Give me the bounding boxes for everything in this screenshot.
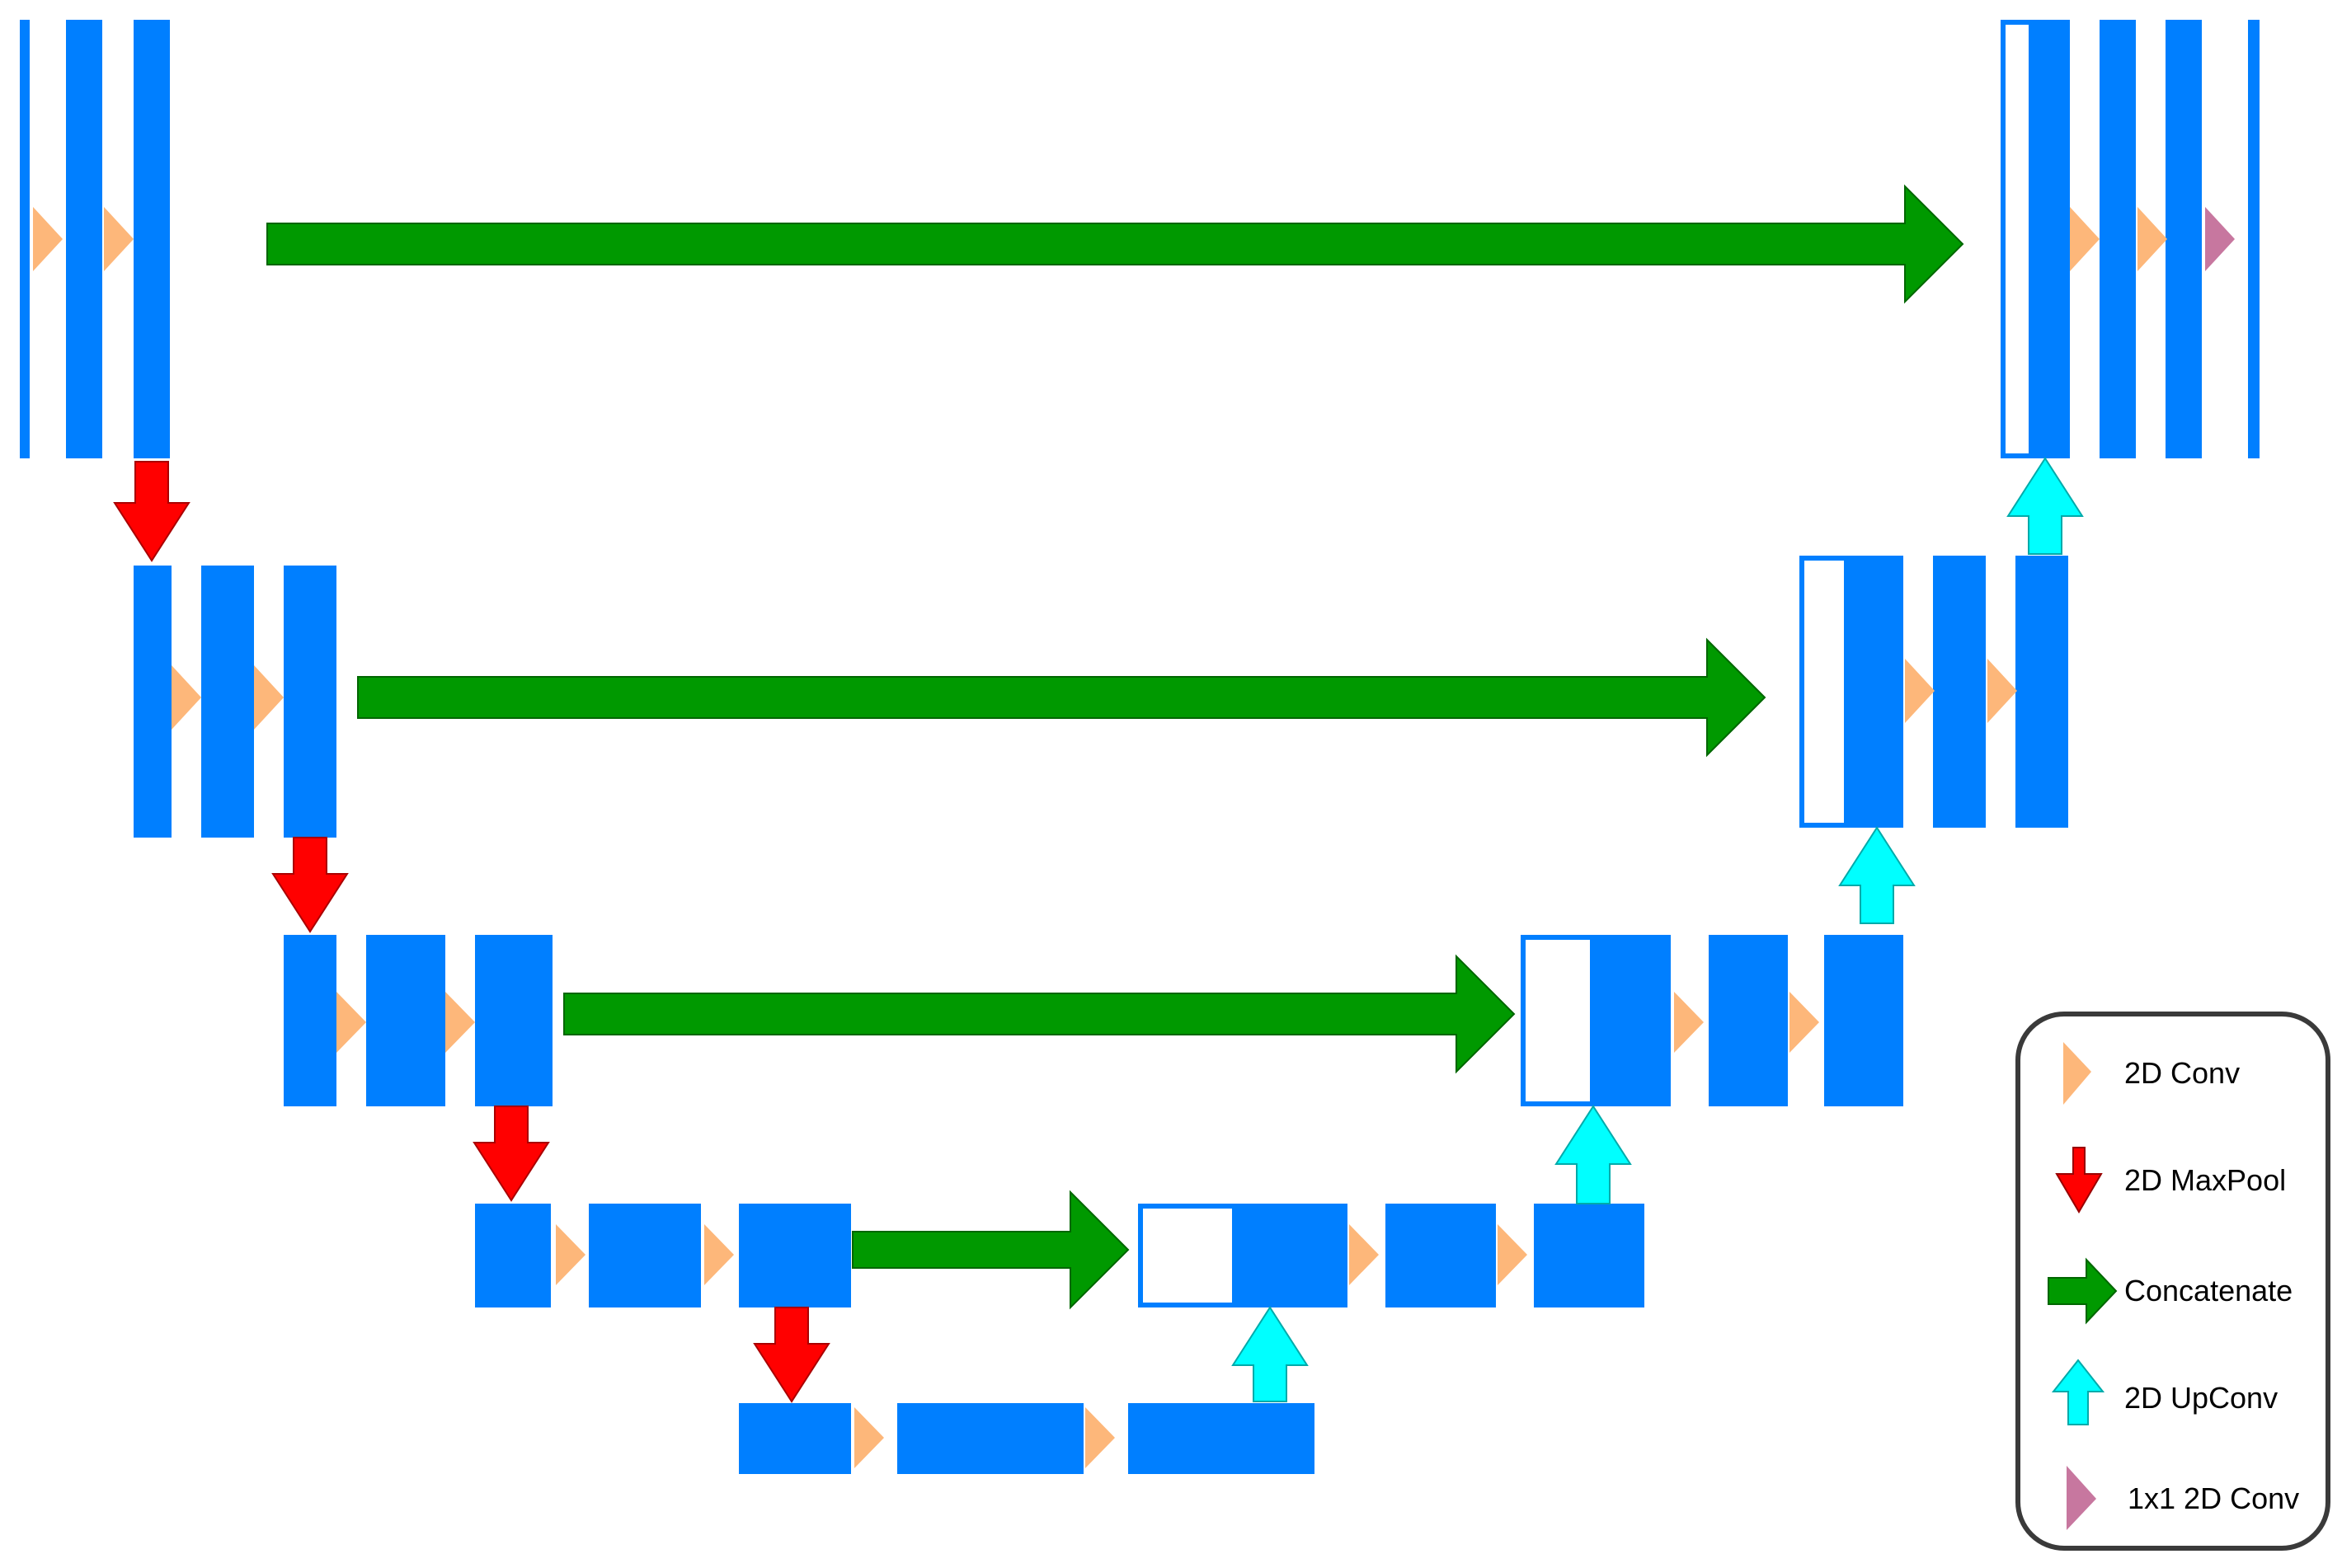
maxpool-arrow-4 xyxy=(753,1307,830,1403)
dec3-map-upconv xyxy=(1595,935,1671,1106)
dec4-conv-2 xyxy=(1498,1224,1527,1285)
enc3-conv-1 xyxy=(336,992,366,1053)
concatenate-arrow-4 xyxy=(852,1190,1130,1310)
legend-concatenate-label: Concatenate xyxy=(2124,1274,2293,1307)
enc2-conv-2 xyxy=(254,665,284,730)
dec4-map-a xyxy=(1385,1204,1496,1307)
dec2-conv-1 xyxy=(1905,659,1935,723)
enc3-map-pooled xyxy=(284,935,336,1106)
legend-maxpool-label: 2D MaxPool xyxy=(2124,1163,2286,1197)
dec1-map-output xyxy=(2248,20,2260,458)
dec2-conv-2 xyxy=(1987,659,2017,723)
dec4-conv-1 xyxy=(1349,1224,1379,1285)
dec3-conv-1 xyxy=(1674,992,1704,1053)
upconv-arrow-4 xyxy=(2006,457,2084,555)
feature-maps xyxy=(20,20,2260,1474)
dec1-map-upconv xyxy=(2034,20,2070,458)
dec1-map-skip xyxy=(2001,20,2034,458)
conv-operations xyxy=(33,207,2235,1468)
legend-upconv-icon xyxy=(2051,1359,2105,1425)
dec1-map-b xyxy=(2166,20,2202,458)
dec1-conv-2 xyxy=(2137,207,2167,271)
dec3-map-a xyxy=(1709,935,1788,1106)
concatenate-arrow-1 xyxy=(266,184,1964,304)
legend-conv-icon xyxy=(2063,1042,2091,1105)
enc2-map-pooled xyxy=(134,566,172,838)
enc1-map-input xyxy=(20,20,30,458)
enc4-conv-1 xyxy=(556,1224,586,1285)
enc2-map-b xyxy=(284,566,336,838)
upconv-arrow-1 xyxy=(1231,1306,1309,1402)
bottleneck-map-b xyxy=(1128,1403,1314,1474)
maxpool-arrow-2 xyxy=(271,837,349,933)
dec2-map-skip xyxy=(1799,556,1849,828)
legend: 2D Conv 2D MaxPool Concatenate 2D UpConv… xyxy=(2015,1012,2330,1551)
legend-box xyxy=(2015,1012,2330,1551)
enc2-map-a xyxy=(201,566,254,838)
concatenate-arrow-3 xyxy=(563,954,1516,1074)
maxpool-arrow-3 xyxy=(473,1106,550,1202)
legend-1x1-conv-icon xyxy=(2067,1466,2096,1530)
dec1-map-a xyxy=(2100,20,2136,458)
enc3-map-a xyxy=(366,935,445,1106)
maxpool-operations xyxy=(113,461,830,1403)
upconv-arrow-3 xyxy=(1838,826,1916,924)
concatenate-operations xyxy=(266,184,1964,1310)
dec4-map-skip xyxy=(1138,1204,1237,1307)
bottleneck-conv-2 xyxy=(1085,1407,1115,1468)
enc3-map-b xyxy=(475,935,553,1106)
dec4-map-b xyxy=(1534,1204,1644,1307)
dec3-map-b xyxy=(1824,935,1903,1106)
enc1-conv-1 xyxy=(33,207,63,271)
bottleneck-map-a xyxy=(897,1403,1084,1474)
dec2-map-a xyxy=(1933,556,1986,828)
enc1-conv-2 xyxy=(104,207,134,271)
enc3-conv-2 xyxy=(445,992,475,1053)
dec3-map-skip xyxy=(1521,935,1595,1106)
enc4-conv-2 xyxy=(704,1224,734,1285)
dec3-conv-2 xyxy=(1789,992,1819,1053)
legend-upconv-label: 2D UpConv xyxy=(2124,1381,2278,1415)
concatenate-arrow-2 xyxy=(357,637,1766,758)
enc2-conv-1 xyxy=(172,665,201,730)
dec4-map-upconv xyxy=(1237,1204,1347,1307)
dec1-conv-1 xyxy=(2070,207,2100,271)
upconv-arrow-2 xyxy=(1554,1105,1632,1204)
enc1-map-a xyxy=(66,20,102,458)
enc4-map-b xyxy=(739,1204,851,1307)
upconv-operations xyxy=(1231,457,2084,1402)
legend-1x1-conv-label: 1x1 2D Conv xyxy=(2128,1481,2299,1515)
maxpool-arrow-1 xyxy=(113,461,190,562)
dec2-map-upconv xyxy=(1849,556,1903,828)
dec2-map-b xyxy=(2015,556,2068,828)
legend-concatenate-icon xyxy=(2048,1257,2118,1325)
bottleneck-conv-1 xyxy=(854,1407,884,1468)
enc4-map-a xyxy=(589,1204,701,1307)
bottleneck-map-pooled xyxy=(739,1403,851,1474)
legend-conv-label: 2D Conv xyxy=(2124,1056,2240,1090)
legend-maxpool-icon xyxy=(2055,1147,2103,1214)
dec1-conv-1x1 xyxy=(2205,207,2235,271)
enc4-map-pooled xyxy=(475,1204,551,1307)
enc1-map-b xyxy=(134,20,170,458)
